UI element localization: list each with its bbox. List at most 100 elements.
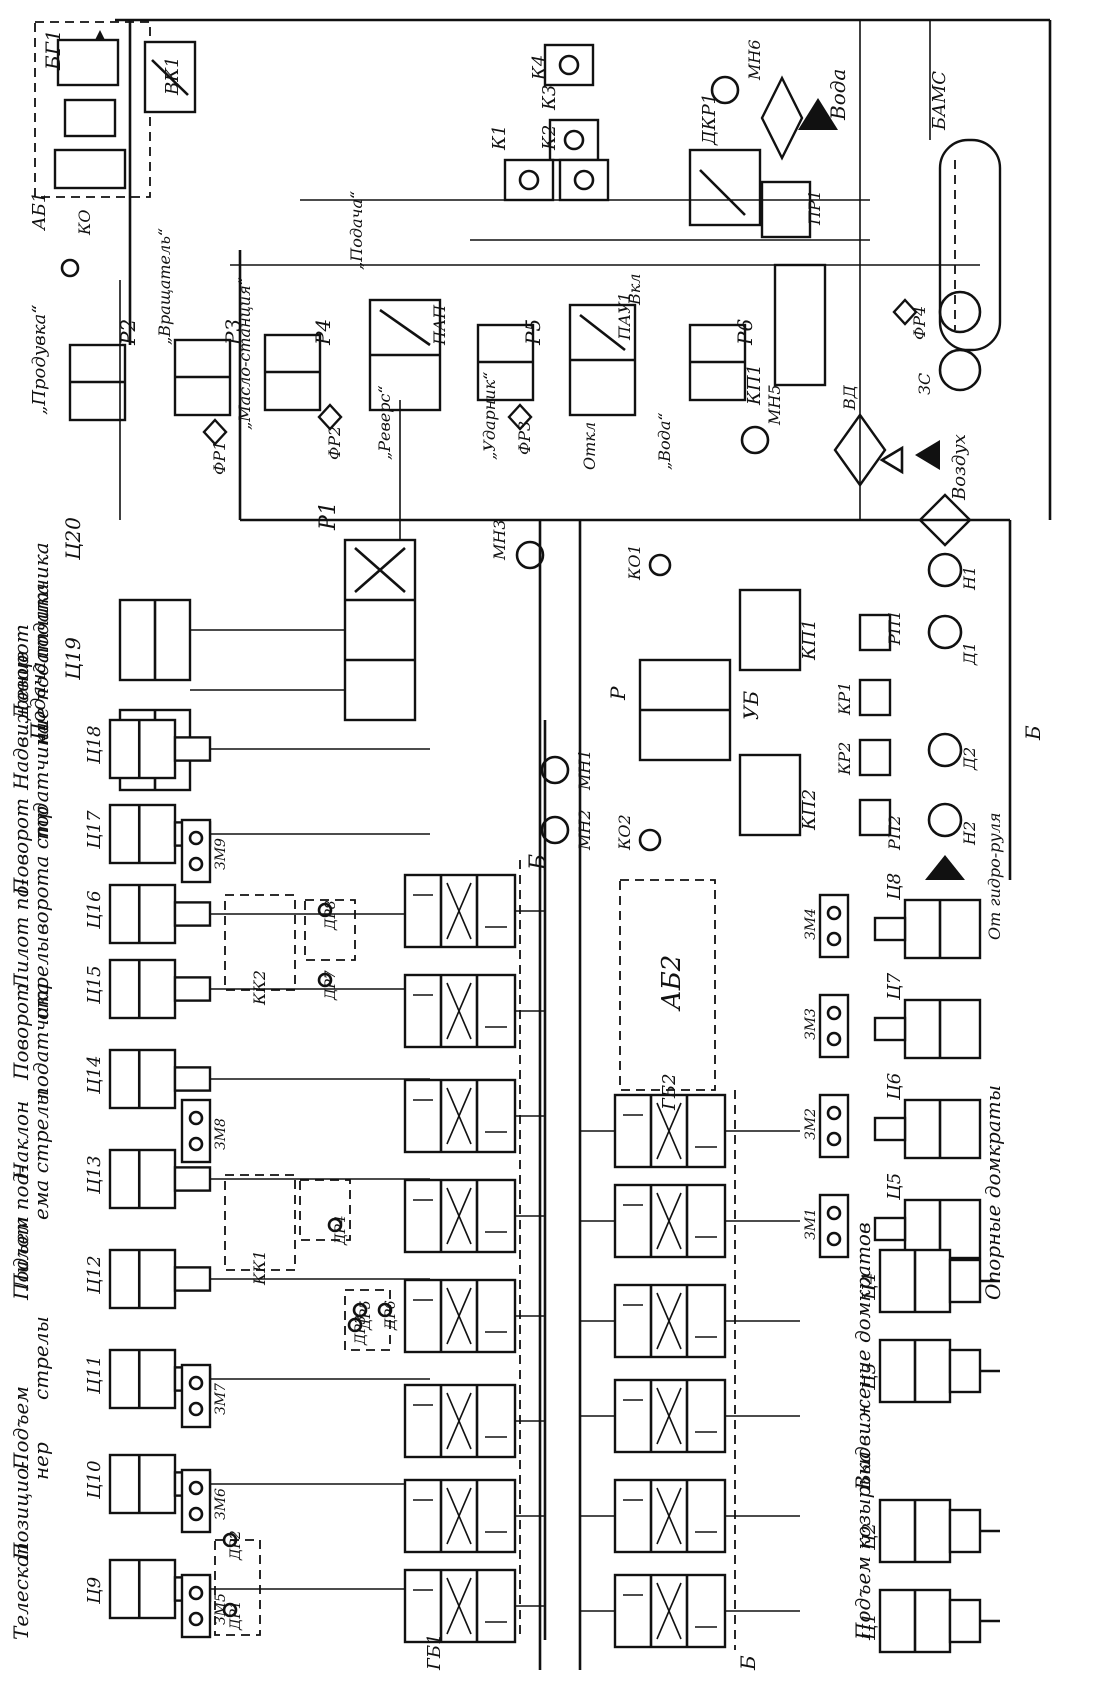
label-b-mark: Б <box>526 854 551 871</box>
label-cyl-Ц7: Ц7 <box>884 972 905 1001</box>
lock-ЗМ9 <box>180 818 212 884</box>
label-gb1: ГБ1 <box>424 1633 445 1671</box>
cylinder-Ц12 <box>108 1248 212 1310</box>
label-vd: ВД <box>840 384 859 411</box>
cylinder-Ц1 <box>878 1588 1000 1654</box>
dr1-throttle-block <box>214 1539 261 1636</box>
label-kp1: КП1 <box>799 619 820 661</box>
kp2-valve <box>738 753 802 837</box>
label-cyl-Ц18: Ц18 <box>84 725 105 765</box>
label-mn5: МН5 <box>765 384 784 426</box>
dr8-throttle-block <box>304 899 356 961</box>
label-cyl-Ц5: Ц5 <box>884 1173 905 1201</box>
label-vk1: ВК1 <box>162 56 183 96</box>
gb1-distributor-1 <box>403 1568 517 1644</box>
throttle-ДР5 <box>352 1302 368 1318</box>
header-label-2: нер <box>29 1442 53 1480</box>
label-pr1: ПР1 <box>805 190 824 226</box>
label-udarnik: „Ударник“ <box>480 372 499 460</box>
mn6-gauge <box>710 75 740 105</box>
label-bg1: БГ1 <box>41 29 65 71</box>
label-k2: К2 <box>539 125 560 151</box>
label-cyl-Ц17: Ц17 <box>84 810 105 850</box>
label-fr1: ФР1 <box>210 441 229 475</box>
label-pap: ПАП <box>430 304 449 346</box>
cylinder-Ц6 <box>873 1098 982 1160</box>
gb1-distributor-3 <box>403 1383 517 1459</box>
header-label-16: Надвижение <box>9 651 33 791</box>
label-throttle-ДР8: ДР8 <box>323 900 339 931</box>
lock-ЗМ4 <box>818 893 850 959</box>
cylinder-Ц16 <box>108 883 212 945</box>
throttle-ДР1 <box>222 1602 238 1618</box>
kp1-top-valve <box>773 263 827 387</box>
label-kk1: КК1 <box>250 1250 269 1286</box>
label-fr4: ФР4 <box>910 306 929 340</box>
label-dkr1: ДКР1 <box>699 93 720 146</box>
label-cyl-Ц3: Ц3 <box>859 1363 880 1391</box>
lock-ЗМ3 <box>818 993 850 1059</box>
label-zs: ЗС <box>915 373 934 395</box>
label-ts20: Ц20 <box>61 517 85 561</box>
label-kp1-top: КП1 <box>744 364 765 406</box>
header-label-17: ние податчика <box>29 583 53 745</box>
label-bams: БАМС <box>929 71 950 131</box>
label-k4: К4 <box>529 55 550 81</box>
lock-ЗМ8 <box>180 1098 212 1164</box>
cylinder-Ц4 <box>878 1248 1000 1314</box>
label-voda-supply: Вода <box>826 69 850 121</box>
header-label-3: Подъем <box>9 1386 33 1471</box>
label-rp2: РП2 <box>885 815 904 851</box>
cylinder-Ц18 <box>108 718 212 780</box>
ab2-unit <box>619 879 716 1091</box>
gb1-distributor-4 <box>403 1278 517 1354</box>
label-bottom-b: Б <box>736 1655 760 1671</box>
cylinder-Ц14 <box>108 1048 212 1110</box>
ko-check-valve <box>60 258 80 278</box>
label-d1: Д1 <box>960 642 979 666</box>
cylinder-Ц5 <box>873 1198 982 1260</box>
header-label-0: Телескоп <box>9 1542 33 1640</box>
label-kp2: КП2 <box>799 789 820 831</box>
label-r3: Р3 <box>221 319 245 346</box>
lock-ЗМ6 <box>180 1468 212 1534</box>
n2-pump <box>927 802 963 838</box>
kk1-block <box>224 1174 296 1271</box>
dr5-throttle-block <box>344 1289 391 1351</box>
header-label-8: Наклон <box>9 1101 33 1181</box>
gb1-distributor-7 <box>403 973 517 1049</box>
label-throttle-ДР3: ДР3 <box>353 1315 369 1346</box>
label-cyl-Ц13: Ц13 <box>84 1155 105 1195</box>
label-r2: Р2 <box>116 319 140 346</box>
label-kr2: КР2 <box>835 742 854 776</box>
label-k3: К3 <box>539 85 560 111</box>
label-cyl-Ц8: Ц8 <box>884 873 905 901</box>
header-label-13: ворота стр <box>29 806 53 935</box>
cylinder-Ц3 <box>878 1338 1000 1404</box>
label-throttle-ДР2: ДР2 <box>228 1530 244 1561</box>
label-r4: Р4 <box>311 319 335 346</box>
label-lock-ЗМ1: ЗМ1 <box>803 1208 819 1240</box>
label-produvka: „Продувка“ <box>29 305 50 415</box>
cylinder-Ц15 <box>108 958 212 1020</box>
gb2-distributor-6 <box>613 1093 727 1169</box>
gb1-distributor-2 <box>403 1478 517 1554</box>
gb2-distributor-3 <box>613 1378 727 1454</box>
label-ub: УБ <box>739 691 763 720</box>
header-label-15: податчика <box>29 722 53 840</box>
label-lock-ЗМ2: ЗМ2 <box>803 1108 819 1140</box>
cylinder-row-top: Ц9Ц10Ц11Ц12Ц13Ц14Ц15Ц16Ц17Ц18ТелескопПоз… <box>9 542 430 1640</box>
label-throttle-ДР7: ДР7 <box>323 970 339 1001</box>
header-label-7: ема стрелы <box>29 1089 53 1220</box>
label-lock-ЗМ3: ЗМ3 <box>803 1008 819 1040</box>
label-cyl-Ц4: Ц4 <box>859 1273 880 1301</box>
label-vkl: Вкл <box>625 274 644 307</box>
label-r5: Р5 <box>521 319 545 346</box>
kr2-valve <box>858 738 892 777</box>
from-steering-source <box>925 855 965 880</box>
dkr1-valve <box>688 148 762 227</box>
r1-valve <box>343 538 417 722</box>
label-otkl: Откл <box>580 422 599 470</box>
label-mn3: МН3 <box>490 519 509 561</box>
